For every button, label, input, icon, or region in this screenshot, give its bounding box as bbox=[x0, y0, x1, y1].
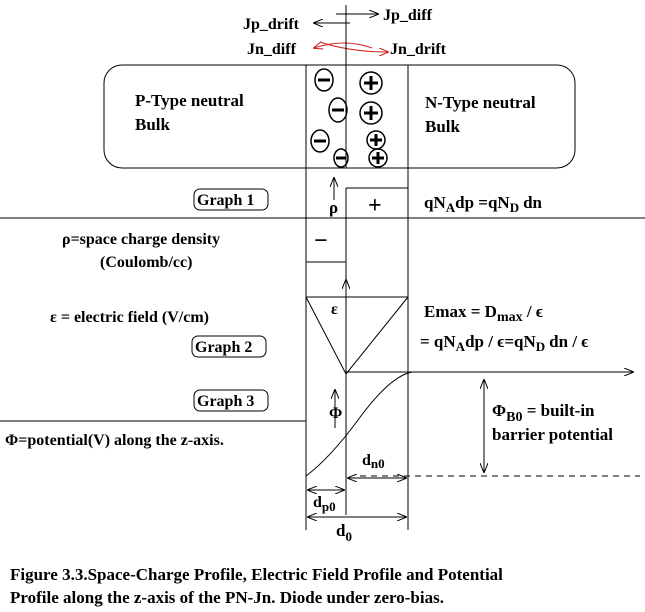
jn-diff-arrow bbox=[314, 43, 373, 48]
barrier-potential-line2: barrier potential bbox=[492, 425, 613, 444]
graph1-button[interactable] bbox=[193, 188, 269, 211]
p-bulk-line2: Bulk bbox=[135, 115, 171, 134]
positive-ion-icon bbox=[368, 148, 388, 168]
phi-label: Φ bbox=[329, 405, 342, 422]
negative-ion-icon bbox=[333, 148, 349, 168]
positive-ion-icon bbox=[366, 130, 386, 150]
caption-line1: Figure 3.3.Space-Charge Profile, Electri… bbox=[10, 565, 503, 584]
dp0-label: dp0 bbox=[313, 494, 336, 514]
eps-label: ε bbox=[331, 301, 338, 318]
diode-body: P-Type neutral Bulk N-Type neutral Bulk bbox=[103, 64, 576, 169]
depletion-ions bbox=[310, 68, 388, 168]
caption-line2: Profile along the z-axis of the PN-Jn. D… bbox=[10, 588, 444, 607]
dimensions: dn0 dp0 d0 bbox=[308, 452, 406, 544]
graph1-button-label: Graph 1 bbox=[197, 192, 254, 209]
graph2-button-label: Graph 2 bbox=[195, 339, 252, 356]
rho-desc-line1: ρ=space charge density bbox=[62, 231, 220, 248]
emax-equation: Emax = Dmax / ϵ bbox=[424, 302, 543, 325]
p-bulk-line1: P-Type neutral bbox=[135, 91, 244, 110]
negative-ion-icon bbox=[328, 97, 348, 123]
graph2: ε ε = electric field (V/cm) Graph 2 Emax… bbox=[50, 280, 588, 375]
potential-profile bbox=[305, 371, 600, 477]
rho-desc-line2: (Coulomb/cc) bbox=[100, 254, 192, 271]
negative-charge-sign: − bbox=[314, 228, 328, 254]
negative-ion-icon bbox=[314, 68, 334, 92]
positive-ion-icon bbox=[359, 71, 383, 95]
negative-ion-icon bbox=[310, 129, 330, 153]
graph3: Graph 3 Φ Φ=potential(V) along the z-axi… bbox=[0, 371, 640, 477]
jn-drift-label: Jn_drift bbox=[390, 41, 447, 58]
diode-outline bbox=[103, 64, 576, 169]
phi-desc: Φ=potential(V) along the z-axis. bbox=[5, 432, 224, 449]
jn-diff-label: Jn_diff bbox=[247, 41, 297, 58]
figure-caption: Figure 3.3.Space-Charge Profile, Electri… bbox=[10, 565, 503, 607]
graph2-button[interactable] bbox=[191, 335, 267, 358]
flux-arrows: Jp_drift Jp_diff Jn_diff Jn_drift bbox=[243, 7, 447, 58]
barrier-potential-label: ΦB0 = built-in bbox=[492, 401, 595, 425]
jp-drift-label: Jp_drift bbox=[243, 16, 300, 33]
rho-label: ρ bbox=[329, 198, 338, 217]
positive-charge-sign: + bbox=[368, 193, 382, 219]
graph3-button-label: Graph 3 bbox=[197, 393, 254, 410]
field-profile bbox=[305, 296, 409, 375]
jn-drift-arrow bbox=[319, 41, 388, 52]
dn0-label: dn0 bbox=[362, 452, 385, 471]
positive-ion-icon bbox=[359, 101, 383, 125]
region-lines bbox=[305, 5, 409, 530]
eps-desc: ε = electric field (V/cm) bbox=[50, 309, 209, 326]
graph3-button[interactable] bbox=[193, 389, 269, 412]
jp-diff-label: Jp_diff bbox=[383, 7, 433, 24]
n-bulk-line1: N-Type neutral bbox=[425, 93, 536, 112]
n-bulk-line2: Bulk bbox=[425, 117, 461, 136]
d0-label: d0 bbox=[336, 521, 352, 544]
